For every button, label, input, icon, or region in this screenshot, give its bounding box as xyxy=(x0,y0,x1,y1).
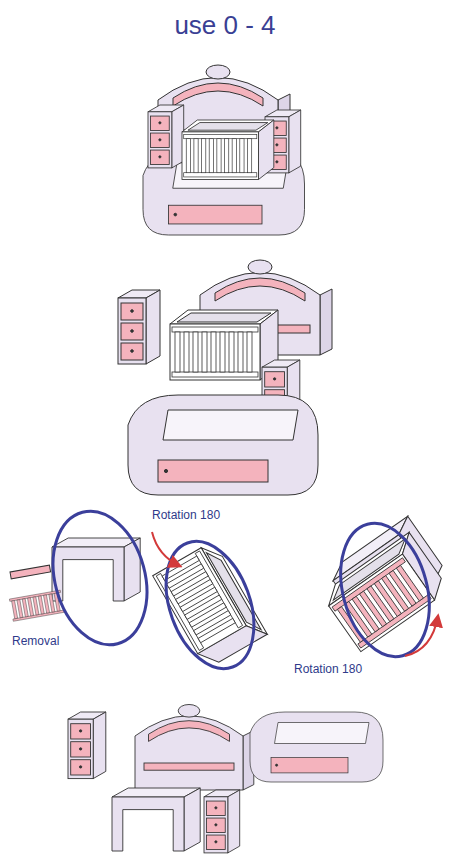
assembled-crib xyxy=(143,65,305,235)
illustration-part xyxy=(39,501,161,656)
converted-furniture xyxy=(68,705,383,853)
illustration-part xyxy=(204,790,240,853)
illustration-part xyxy=(152,532,180,566)
step-label: Rotation 180 xyxy=(150,508,222,522)
exploded-view xyxy=(118,260,332,495)
illustration-part xyxy=(321,532,450,651)
removal-step xyxy=(9,501,161,656)
illustration-part xyxy=(52,538,140,601)
rotation-step xyxy=(150,529,270,680)
illustration-part xyxy=(405,616,438,656)
step-label: Rotation 180 xyxy=(292,662,364,676)
step-label: Removal xyxy=(10,634,61,648)
illustration-part xyxy=(128,395,318,495)
illustration-part xyxy=(118,290,160,364)
illustration-part xyxy=(150,529,270,680)
illustration-part xyxy=(68,712,106,779)
illustration-part xyxy=(112,788,200,851)
illustration-part xyxy=(182,120,274,180)
illustration-part xyxy=(135,705,254,791)
illustration-part xyxy=(9,590,64,621)
rotation-step xyxy=(313,513,450,666)
illustration-part xyxy=(250,712,383,782)
illustration-part xyxy=(313,516,450,651)
illustration-part xyxy=(332,558,431,648)
illustration-part xyxy=(10,565,51,579)
illustration-part xyxy=(148,105,184,168)
illustration-part xyxy=(327,513,443,666)
title: use 0 - 4 xyxy=(0,10,450,41)
